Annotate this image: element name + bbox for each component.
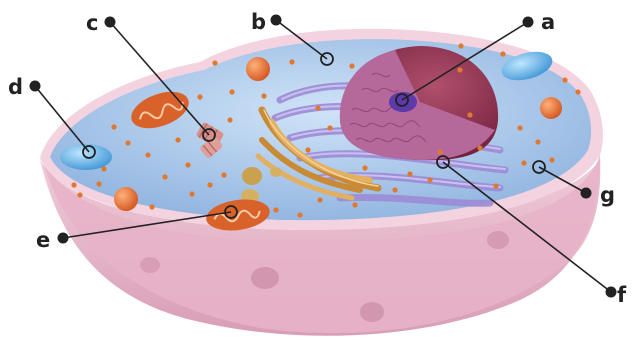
label-dot-e bbox=[58, 233, 69, 244]
golgi-vesicle bbox=[270, 167, 282, 177]
lysosome bbox=[540, 97, 562, 119]
label-d: d bbox=[8, 75, 23, 99]
membrane-pit bbox=[251, 267, 279, 289]
label-f: f bbox=[617, 283, 627, 307]
label-c: c bbox=[86, 11, 98, 35]
label-b: b bbox=[251, 10, 266, 34]
golgi-vesicle bbox=[242, 167, 262, 185]
membrane-pit bbox=[140, 257, 160, 273]
label-dot-g bbox=[581, 188, 592, 199]
membrane-pit bbox=[487, 231, 509, 249]
label-e: e bbox=[36, 228, 50, 252]
label-a: a bbox=[541, 10, 555, 34]
label-dot-b bbox=[271, 15, 282, 26]
label-dot-f bbox=[606, 287, 617, 298]
label-dot-c bbox=[105, 17, 116, 28]
lysosome bbox=[246, 57, 270, 81]
membrane-pit bbox=[360, 302, 384, 322]
label-dot-d bbox=[30, 81, 41, 92]
nucleolus bbox=[389, 92, 417, 112]
label-dot-a bbox=[523, 17, 534, 28]
lysosome bbox=[114, 187, 138, 211]
label-g: g bbox=[600, 183, 615, 207]
